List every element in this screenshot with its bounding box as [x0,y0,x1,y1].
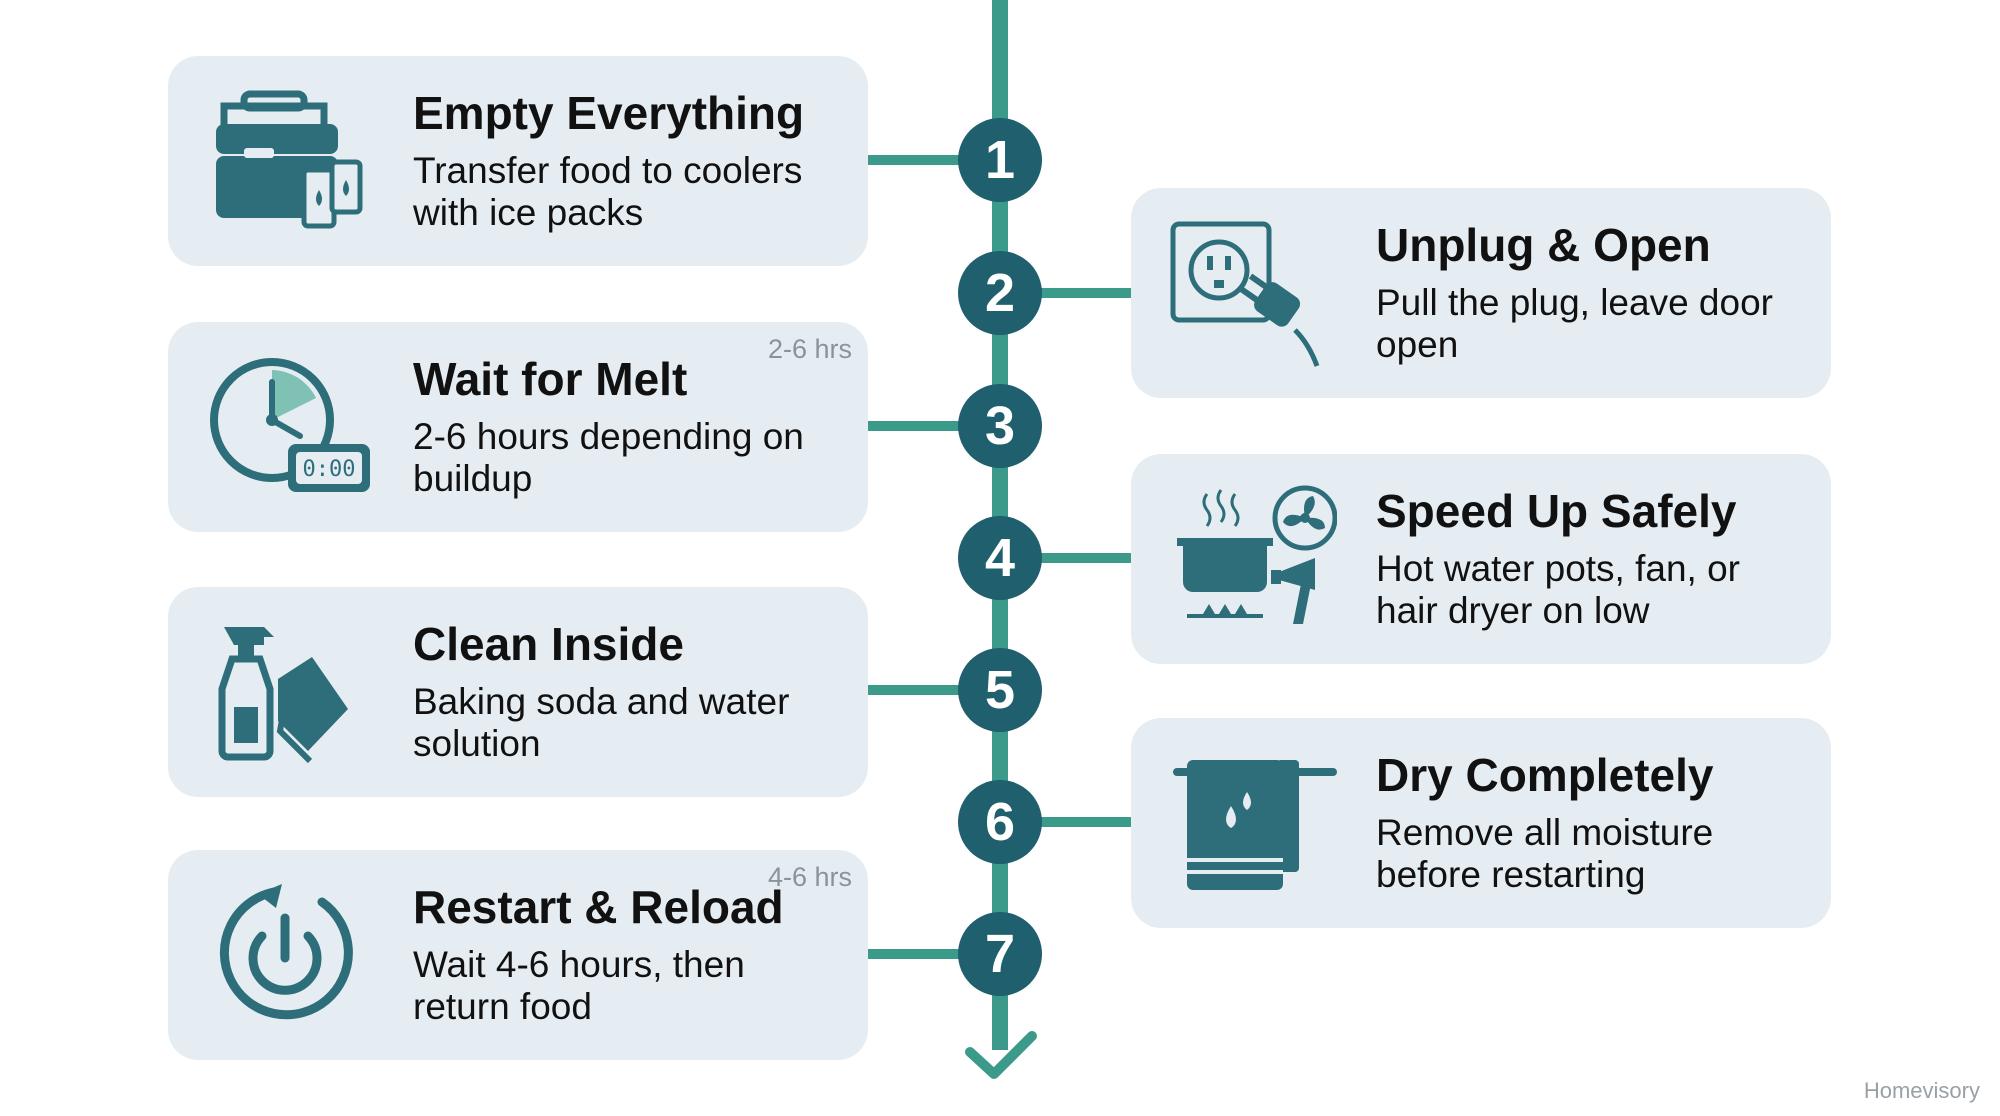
clock-timer-icon: 0:00 [204,352,374,502]
step-title: Wait for Melt [413,353,688,405]
step-card-6: Dry Completely Remove all moisture befor… [1131,718,1831,928]
outlet-plug-icon [1167,218,1337,368]
duration-badge: 4-6 hrs [767,862,852,892]
cooler-icon [204,86,374,236]
step-description: Hot water pots, fan, or hair dryer on lo… [1376,548,1741,631]
connector-5 [868,685,996,695]
step-title: Restart & Reload [413,881,784,933]
spray-cloth-icon [204,617,374,767]
step-title: Empty Everything [413,87,805,139]
pot-fan-dryer-icon [1167,484,1337,634]
step-description: Wait 4-6 hours, then return food [413,944,745,1027]
step-title: Clean Inside [413,618,684,670]
step-card-7: 4-6 hrs Restart & Reload Wait 4-6 hours,… [168,850,868,1060]
connector-6 [1004,817,1132,827]
connector-7 [868,949,996,959]
connector-2 [1004,288,1132,298]
svg-text:0:00: 0:00 [303,457,356,482]
step-number-6: 6 [958,780,1042,864]
watermark: Homevisory [1863,1078,1980,1103]
step-card-4: Speed Up Safely Hot water pots, fan, or … [1131,454,1831,664]
step-description: 2-6 hours depending on buildup [413,416,804,499]
step-number-1: 1 [958,118,1042,202]
step-description: Transfer food to coolers with ice packs [413,150,803,233]
step-card-5: Clean Inside Baking soda and water solut… [168,587,868,797]
step-number-2: 2 [958,251,1042,335]
checkmark-icon [962,1030,1038,1080]
step-number-4: 4 [958,516,1042,600]
connector-4 [1004,553,1132,563]
step-description: Baking soda and water solution [413,681,790,764]
step-card-1: Empty Everything Transfer food to cooler… [168,56,868,266]
connector-3 [868,421,996,431]
step-title: Unplug & Open [1376,219,1711,271]
step-number-3: 3 [958,384,1042,468]
connector-1 [868,155,996,165]
step-description: Pull the plug, leave door open [1376,282,1773,365]
step-number-5: 5 [958,648,1042,732]
step-card-3: 2-6 hrs 0:00 Wait for Melt 2-6 hours dep… [168,322,868,532]
step-number-7: 7 [958,912,1042,996]
step-title: Dry Completely [1376,749,1714,801]
step-description: Remove all moisture before restarting [1376,812,1714,895]
step-card-2: Unplug & Open Pull the plug, leave door … [1131,188,1831,398]
power-icon [204,880,374,1030]
towel-icon [1167,748,1337,898]
step-title: Speed Up Safely [1376,485,1737,537]
duration-badge: 2-6 hrs [767,334,852,364]
